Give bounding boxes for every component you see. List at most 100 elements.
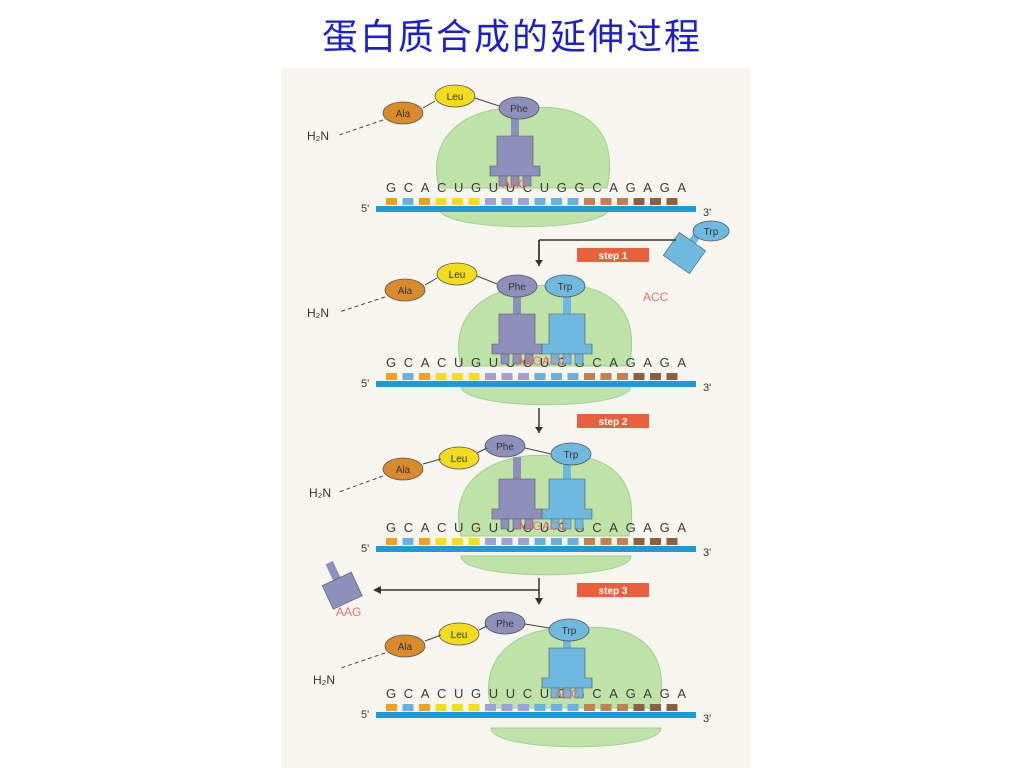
step2-arrow-head <box>535 427 543 433</box>
trp-bead-2 <box>544 274 586 298</box>
peptide-bond-1 <box>422 100 436 109</box>
ala-bead-1-label: Ala <box>396 109 411 120</box>
peptide-bond-3 <box>424 277 438 286</box>
nucleotide-block <box>567 198 579 205</box>
phe-bead-4-label: Phe <box>496 619 514 630</box>
trna-body <box>541 647 593 689</box>
three-prime-label: 3' <box>703 547 711 559</box>
nucleotide-block <box>518 704 529 711</box>
nucleotide-block <box>485 538 496 545</box>
peptide-bond-8 <box>424 634 442 642</box>
nucleotide-block <box>452 373 463 380</box>
step1-label-box <box>577 248 649 262</box>
step2-label: step 2 <box>599 417 628 428</box>
step1-label: step 1 <box>599 251 628 262</box>
nucleotide-block <box>551 373 562 380</box>
nucleotide-block <box>402 198 414 205</box>
nucleotide-block <box>551 704 562 711</box>
nucleotide-block <box>600 373 612 380</box>
anticodon-pair-3: AAGACC <box>517 519 568 533</box>
five-prime-label: 5' <box>361 378 369 390</box>
trna-anticodon-leg <box>512 353 522 365</box>
nucleotide-block <box>617 538 628 545</box>
h2n-label-2: H₂N <box>307 306 329 320</box>
nucleotide-block <box>534 198 546 205</box>
nucleotide-block <box>501 704 513 711</box>
nucleotide-block <box>551 538 562 545</box>
trna-anticodon-leg <box>512 518 522 530</box>
nucleotide-block <box>518 373 529 380</box>
nucleotide-block <box>666 538 678 545</box>
trna-anticodon-leg <box>498 175 508 187</box>
nucleotide-block <box>419 538 430 545</box>
nucleotide-block <box>386 538 397 545</box>
anticodon-trp-4: ACC <box>554 687 580 701</box>
departing-phe-trna <box>321 560 363 610</box>
trna-body <box>321 571 363 610</box>
peptide-bond-9 <box>478 625 488 631</box>
ala-bead-3-label: Ala <box>396 465 411 476</box>
nucleotide-block <box>633 704 645 711</box>
trna-anticodon-leg <box>524 353 534 365</box>
nucleotide-block <box>468 538 480 545</box>
elongation-svg: GCACUGUUCUGGCAGAGA5'3'AAGAlaLeuPheH₂NTrp… <box>307 84 730 748</box>
peptide-dash-4 <box>340 652 386 669</box>
anticodon-phe-1: AAG <box>502 177 527 191</box>
peptide-bond-6 <box>476 447 488 454</box>
nucleotide-block <box>584 704 595 711</box>
nucleotide-block <box>452 198 463 205</box>
nucleotide-block <box>633 373 645 380</box>
nucleotide-block <box>419 373 430 380</box>
trna-anticodon-leg <box>510 175 520 187</box>
trp-bead-4 <box>548 618 590 642</box>
nucleotide-block <box>567 538 579 545</box>
anticodon-pair-2: AAGACC <box>517 354 568 368</box>
peptide-bond-5 <box>422 458 442 465</box>
phe-trna-3 <box>491 457 543 530</box>
leu-bead-3-label: Leu <box>451 454 468 465</box>
mrna-1-strand <box>376 206 696 212</box>
nucleotide-block <box>567 373 579 380</box>
phe-bead-2 <box>496 274 538 298</box>
trp-bead-4-label: Trp <box>562 626 577 637</box>
three-prime-label: 3' <box>703 382 711 394</box>
nucleotide-block <box>386 198 397 205</box>
ala-bead-4-label: Ala <box>398 642 413 653</box>
nucleotide-block <box>650 704 661 711</box>
nucleotide-block <box>551 198 562 205</box>
nucleotide-block <box>633 198 645 205</box>
trna-anticodon-leg <box>574 518 584 530</box>
trna-anticodon-leg <box>562 687 572 699</box>
trp-bead-incoming-label: Trp <box>704 227 719 238</box>
five-prime-label: 5' <box>361 709 369 721</box>
step1-arrow-head <box>535 260 543 266</box>
ala-bead-3 <box>382 457 424 481</box>
nucleotide-block <box>600 704 612 711</box>
nucleotide-block <box>485 198 496 205</box>
nucleotide-block <box>452 538 463 545</box>
trna-body <box>662 232 706 275</box>
nucleotide-block <box>468 198 480 205</box>
trna-anticodon-leg <box>562 353 572 365</box>
three-prime-label: 3' <box>703 713 711 725</box>
nucleotide-block <box>534 538 546 545</box>
nucleotide-block <box>666 373 678 380</box>
nucleotide-block <box>468 704 480 711</box>
nucleotide-block <box>419 198 430 205</box>
peptide-dash-2 <box>338 296 386 313</box>
trna-anticodon-leg <box>550 687 560 699</box>
nucleotide-block <box>650 373 661 380</box>
trna-stem <box>511 114 519 136</box>
nucleotide-block <box>419 704 430 711</box>
ribosome-2-small <box>460 385 632 406</box>
nucleotide-block <box>501 538 513 545</box>
nucleotide-block <box>501 373 513 380</box>
h2n-label-3: H₂N <box>309 486 331 500</box>
nucleotide-block <box>518 198 529 205</box>
trp-bead-3-label: Trp <box>564 450 579 461</box>
nucleotide-block <box>666 198 678 205</box>
ala-bead-2 <box>384 278 426 302</box>
peptide-dash-1 <box>338 119 384 136</box>
nucleotide-block <box>518 538 529 545</box>
phe-bead-1 <box>498 96 540 120</box>
